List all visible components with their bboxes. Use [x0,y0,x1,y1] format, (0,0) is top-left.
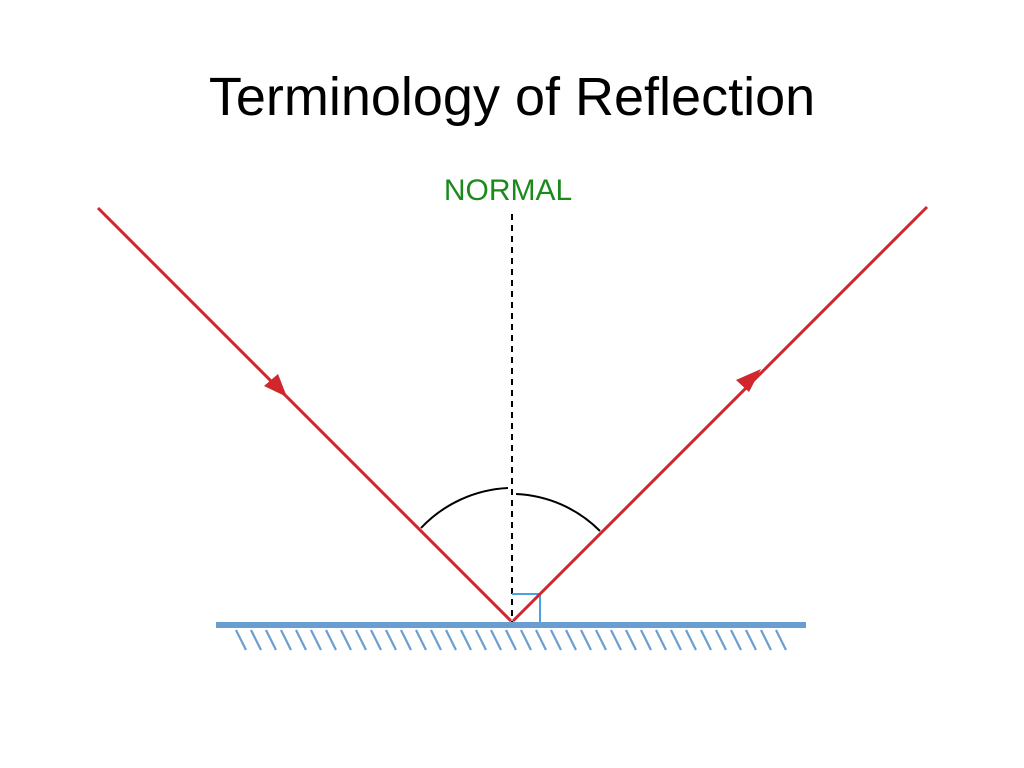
hatch-mark [730,629,742,651]
hatch-mark [700,629,712,651]
slide-title: Terminology of Reflection [208,67,816,127]
hatch-mark [520,629,532,651]
hatch-mark [355,629,367,651]
hatch-mark [295,629,307,651]
hatch-mark [385,629,397,651]
hatch-mark [580,629,592,651]
hatch-mark [745,629,757,651]
hatch-mark [625,629,637,651]
hatch-mark [430,629,442,651]
hatch-mark [370,629,382,651]
incident-ray [96,206,513,623]
hatch-mark [535,629,547,651]
reflected-ray [511,205,929,623]
hatch-mark [415,629,427,651]
hatch-mark [400,629,412,651]
mirror-hatching [235,629,787,651]
incident-arrow-icon [264,374,287,397]
hatch-mark [310,629,322,651]
hatch-mark [685,629,697,651]
hatch-mark [250,629,262,651]
hatch-mark [445,629,457,651]
hatch-mark [760,629,772,651]
hatch-mark [280,629,292,651]
hatch-mark [235,629,247,651]
hatch-mark [715,629,727,651]
hatch-mark [595,629,607,651]
hatch-mark [460,629,472,651]
hatch-mark [670,629,682,651]
angle-of-reflection-arc [515,493,601,532]
hatch-mark [775,629,787,651]
hatch-mark [565,629,577,651]
hatch-mark [490,629,502,651]
hatch-mark [325,629,337,651]
angle-of-incidence-arc [420,487,509,529]
hatch-mark [550,629,562,651]
hatch-mark [655,629,667,651]
hatch-mark [505,629,517,651]
hatch-mark [640,629,652,651]
hatch-mark [340,629,352,651]
hatch-mark [610,629,622,651]
reflected-arrow-icon [736,369,761,392]
hatch-mark [475,629,487,651]
normal-label: NORMAL [444,174,572,207]
hatch-mark [265,629,277,651]
